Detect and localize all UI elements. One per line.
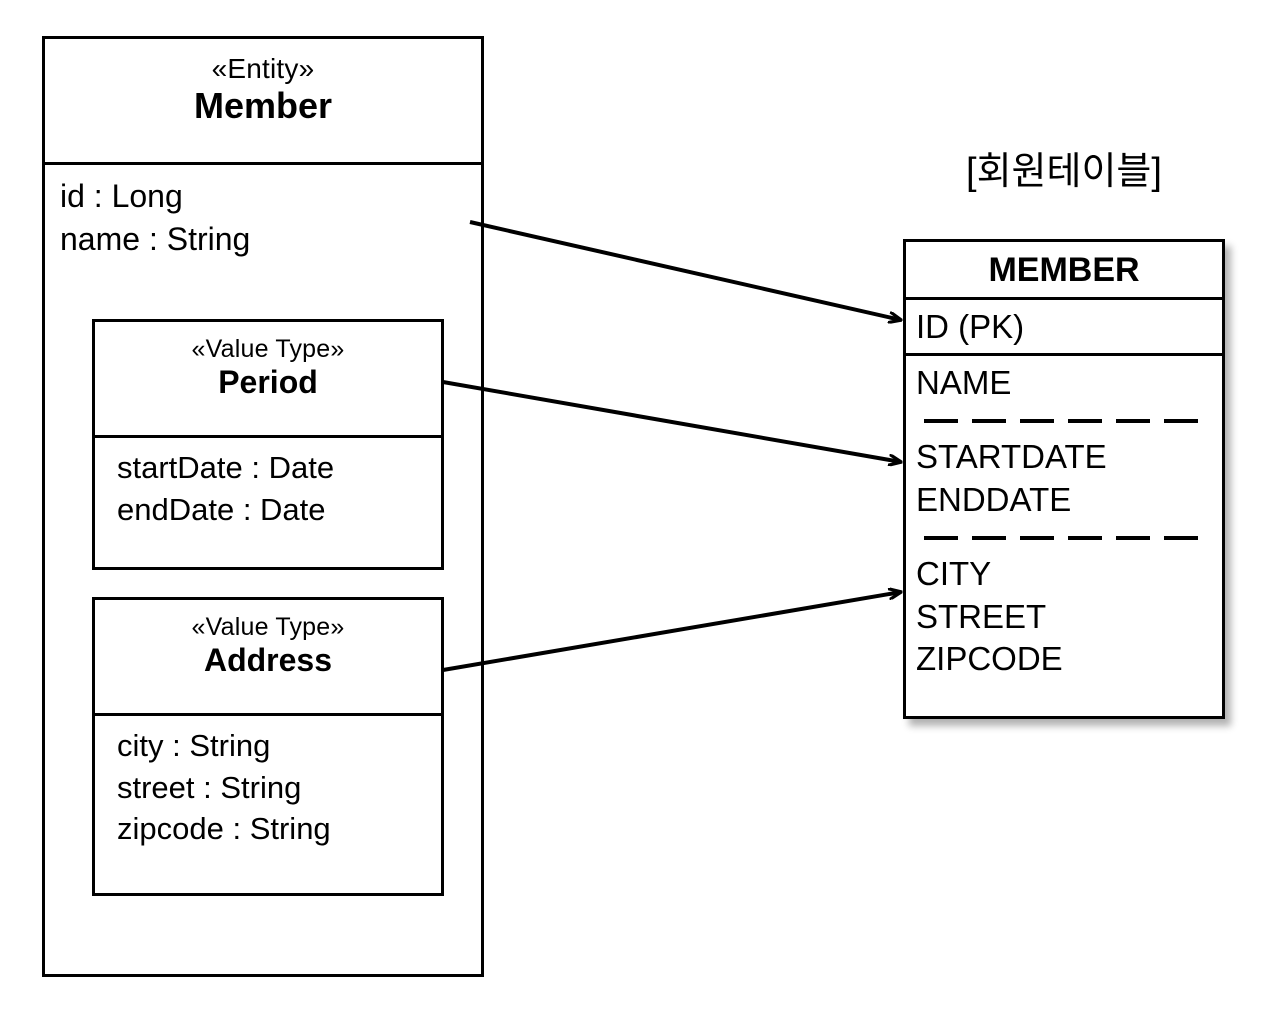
address-attributes-compartment: city : String street : String zipcode : … [95,716,441,858]
column-group-separator [924,407,1200,434]
period-attribute-enddate: endDate : Date [117,491,326,527]
table-column-name: NAME [916,364,1012,401]
mapping-arrow-address-to-city [442,592,901,672]
address-header: «Value Type» Address [95,600,441,716]
table-column-zipcode: ZIPCODE [916,640,1063,678]
address-value-type-box: «Value Type» Address city : String stree… [92,597,444,896]
member-table-columns: NAME STARTDATE ENDDATE CITY STREET ZIPCO… [906,356,1222,681]
table-column-startdate: STARTDATE [916,437,1107,475]
mapping-arrow-period-to-startdate [442,380,901,462]
member-class-name: Member [193,85,333,127]
period-value-type-box: «Value Type» Period startDate : Date end… [92,319,444,570]
table-column-street: STREET [916,597,1047,635]
member-attribute-id: id : Long [60,178,183,214]
table-column-enddate: ENDDATE [916,480,1072,518]
member-table-caption: [회원테이블] [966,151,1162,193]
column-group-separator [924,524,1200,551]
member-database-table: MEMBER ID (PK) NAME STARTDATE ENDDATE CI… [903,239,1225,719]
address-attribute-zipcode: zipcode : String [117,811,331,847]
address-stereotype-label: «Value Type» [191,613,345,641]
address-attribute-street: street : String [117,769,302,805]
member-attributes-compartment: id : Long name : String [45,165,481,268]
period-class-name: Period [218,364,318,400]
member-table-primary-key-row: ID (PK) [906,300,1222,356]
address-class-name: Address [203,642,333,678]
period-header: «Value Type» Period [95,322,441,438]
member-table-title: MEMBER [906,242,1222,300]
member-entity-header: «Entity» Member [45,39,481,165]
period-stereotype-label: «Value Type» [191,335,345,363]
member-stereotype-label: «Entity» [211,53,315,84]
address-attribute-city: city : String [117,728,271,763]
table-column-city: CITY [916,554,992,592]
mapping-arrow-member-to-id [469,220,901,320]
member-attribute-name: name : String [60,220,251,257]
period-attribute-startdate: startDate : Date [117,450,335,485]
period-attributes-compartment: startDate : Date endDate : Date [95,438,441,538]
